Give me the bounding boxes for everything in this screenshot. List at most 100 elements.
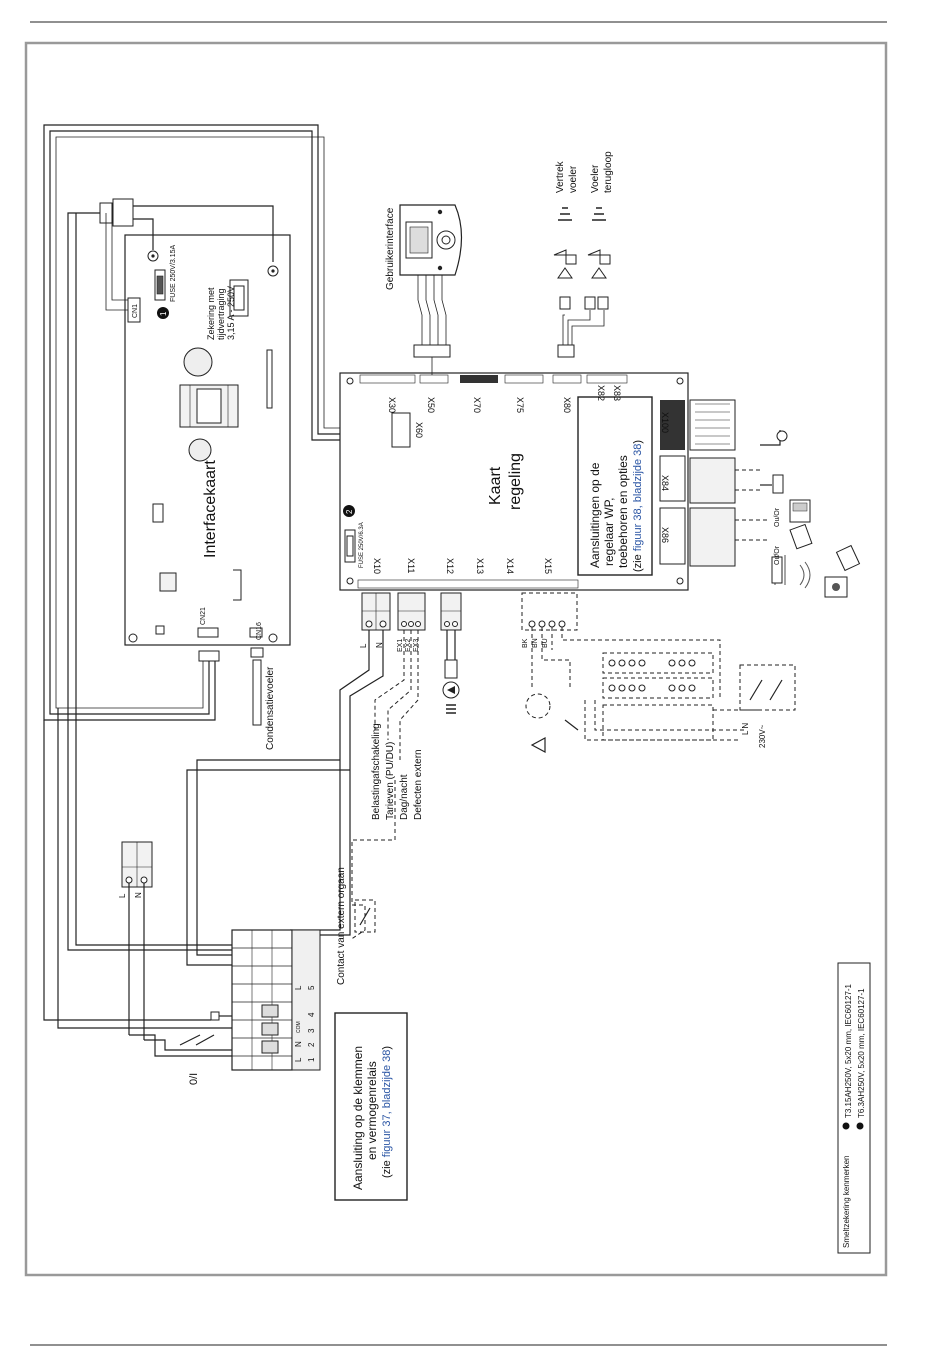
terminal-number-3: 3 xyxy=(307,1028,316,1033)
external-input-1: Belastingafschakeling xyxy=(371,723,382,820)
condensation-sensor-label: Condensatievoeler xyxy=(265,666,276,750)
x11-label-ex2: EX2 xyxy=(405,639,412,652)
external-contact-label: Contact van extern orgaan xyxy=(336,867,347,985)
terminal-number-4: 4 xyxy=(307,1012,316,1017)
return-sensor-label-1: Voeler xyxy=(590,164,601,193)
control-fuse-label: FUSE 250V/6.3A xyxy=(359,522,365,568)
right-option-1-label: Ou/Or xyxy=(774,507,781,527)
main-terminal-block xyxy=(43,213,321,1071)
relay-reference-box xyxy=(334,1012,408,1201)
options-box-line-3: toebehoren en opties xyxy=(616,455,630,568)
right-option-2-label: Ou/Or xyxy=(774,545,781,565)
interface-fuse-desc-3: 3,15 A - 250V xyxy=(226,286,236,340)
flow-sensor-label-1: Vertrek xyxy=(555,160,566,193)
options-box-line-1: Aansluitingen op de xyxy=(588,462,602,568)
connector-x75: X75 xyxy=(515,397,525,413)
external-input-3: Dag/nacht xyxy=(399,774,410,820)
interface-fuse-label: FUSE 250V/3.15A xyxy=(170,244,177,302)
cn16-label: CN16 xyxy=(256,622,263,640)
switch-label: 0/I xyxy=(188,1073,200,1085)
cn21-label: CN21 xyxy=(200,607,207,625)
connector-x13: X13 xyxy=(475,558,485,574)
supply-label: 230V~ xyxy=(758,724,767,748)
options-box-line-2: regelaar WP, xyxy=(602,498,616,566)
terminal-top-n: N xyxy=(294,1041,303,1047)
relay-box-line-2: en vermogenrelais xyxy=(365,1061,379,1160)
marker-2-icon xyxy=(343,505,355,517)
connector-x86: X86 xyxy=(660,527,670,543)
fuse-legend-item-1: T3.15AH250V, 5x20 mm, IEC60127-1 xyxy=(844,983,853,1118)
relay-box-link[interactable]: figuur 37, bladzijde 38 xyxy=(381,1050,393,1158)
fuse-legend-box xyxy=(837,962,871,1254)
terminal-number-1: 1 xyxy=(307,1057,316,1062)
flow-sensor-label-2: voeler xyxy=(568,165,579,193)
return-sensor-label-2: terugloop xyxy=(603,151,614,193)
mains-label-n: N xyxy=(134,892,143,898)
bottom-terminals xyxy=(361,592,721,754)
bus-label-bn: BN xyxy=(532,638,539,648)
interface-card xyxy=(124,234,291,646)
control-card xyxy=(339,372,689,591)
sensor-wiring xyxy=(553,207,611,358)
connector-x50: X50 xyxy=(426,397,436,413)
connector-x30: X30 xyxy=(387,397,397,413)
bus-label-bk: BK xyxy=(522,638,529,648)
connector-x82: X82 xyxy=(596,385,606,401)
connector-x11: X11 xyxy=(406,558,416,573)
fuse-legend-marker-2-icon xyxy=(856,1122,864,1130)
control-card-title-1: Kaart xyxy=(487,466,504,505)
user-interface-device xyxy=(399,204,463,375)
connector-x60: X60 xyxy=(414,422,424,438)
external-input-wiring xyxy=(186,630,419,966)
connector-x100: X100 xyxy=(660,412,670,433)
connector-x15: X15 xyxy=(543,558,553,574)
cn1-label: CN1 xyxy=(132,304,139,318)
options-box-link[interactable]: figuur 38, bladzijde 38 xyxy=(632,444,644,552)
x10-label-l: L xyxy=(359,643,368,648)
user-interface-label: Gebruikerinterface xyxy=(385,207,396,290)
connector-x70: X70 xyxy=(472,397,482,413)
marker-1-number: 1 xyxy=(159,311,168,316)
connector-x10: X10 xyxy=(372,558,382,574)
condensation-sensor-probe xyxy=(252,659,262,726)
x10-label-n: N xyxy=(375,642,384,648)
terminal-top-com: COM xyxy=(296,1021,302,1033)
marker-2-number: 2 xyxy=(345,509,354,514)
options-box-line-4: (zie figuur 38, bladzijde 38) xyxy=(632,440,644,572)
supply-terminals: L N xyxy=(741,723,750,735)
relay-box-line-3: (zie figuur 37, bladzijde 38) xyxy=(381,1046,393,1178)
marker-1-icon xyxy=(157,307,169,319)
connector-x12: X12 xyxy=(445,558,455,574)
terminal-number-5: 5 xyxy=(307,985,316,990)
fuse-legend-marker-1-icon xyxy=(842,1122,850,1130)
interface-card-title: Interfacekaart xyxy=(202,460,219,558)
terminal-top-l: L xyxy=(294,1057,303,1062)
connector-x84: X84 xyxy=(660,475,670,491)
right-accessories xyxy=(689,399,861,598)
mains-label-l: L xyxy=(118,893,127,898)
connector-x83: X83 xyxy=(612,385,622,401)
external-contact-symbol xyxy=(359,907,371,926)
connector-x14: X14 xyxy=(505,558,515,574)
mains-terminal xyxy=(121,841,153,1040)
external-input-2: Tarieven (PU/DU) xyxy=(385,742,396,820)
diagram-frame xyxy=(24,41,888,1277)
fuse-legend-title: Smeltzekering kenmerken xyxy=(842,1156,851,1248)
relay-group xyxy=(584,652,796,741)
external-contact-switch xyxy=(354,899,376,933)
control-card-title-2: regeling xyxy=(507,453,524,510)
cn21-connector xyxy=(198,650,220,662)
bus-label-bu: BU xyxy=(542,638,549,648)
condensation-sensor xyxy=(250,647,264,658)
x60-wiring xyxy=(43,124,392,951)
interface-fuse-desc-2: tijdvertraging xyxy=(216,288,226,340)
relay-box-line-1: Aansluiting op de klemmen xyxy=(351,1046,365,1190)
external-input-4: Defecten extern xyxy=(413,749,424,820)
interface-fuse-desc-1: Zekering met xyxy=(206,287,216,340)
connector-x80: X80 xyxy=(562,397,572,413)
terminal-number-2: 2 xyxy=(307,1042,316,1047)
x11-label-ex1: EX1 xyxy=(397,639,404,652)
fuse-legend-item-2: T6.3AH250V, 5x20 mm, IEC60127-1 xyxy=(857,988,866,1118)
terminal-top-l2: L xyxy=(294,985,303,990)
